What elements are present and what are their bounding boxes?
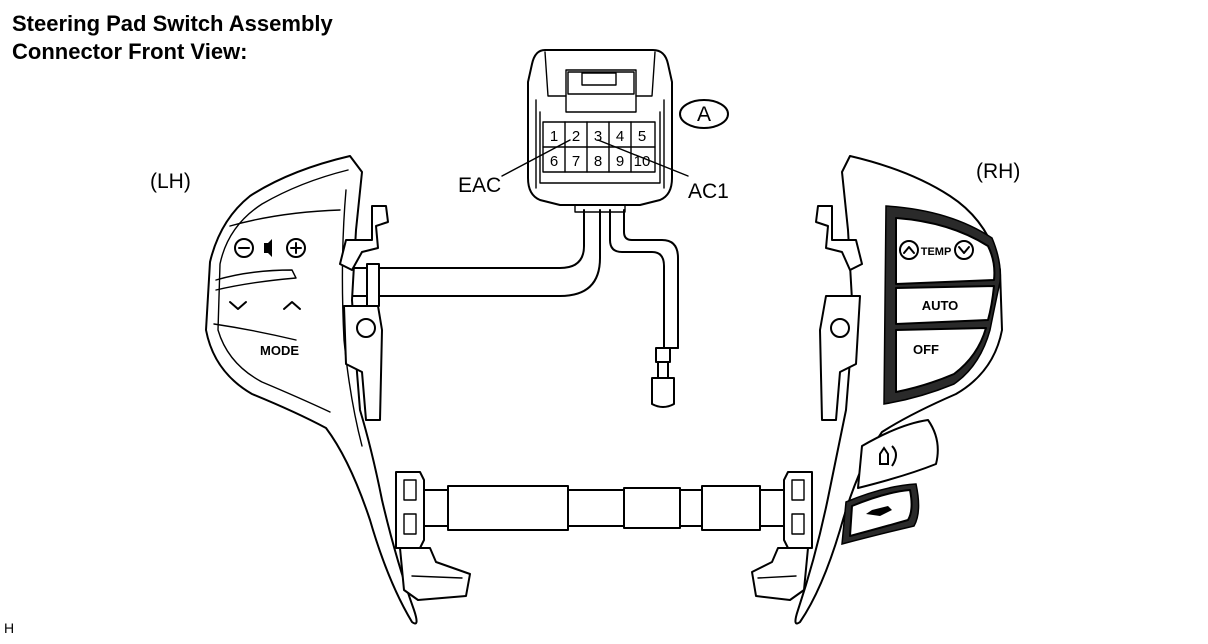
right-auto-label: AUTO [922, 298, 959, 313]
left-mode-label: MODE [260, 343, 299, 358]
right-off-label: OFF [913, 342, 939, 357]
ac1-callout: AC1 [688, 180, 729, 203]
connector-id-label: A [697, 103, 711, 126]
seek-up-icon [283, 301, 301, 310]
voice-icon [879, 445, 897, 467]
ac1-leader-line [597, 139, 689, 177]
volume-up-icon [286, 238, 306, 258]
diagram-title: Steering Pad Switch Assembly Connector F… [12, 10, 333, 66]
connector-pin-10: 10 [634, 153, 651, 170]
wire-harness [345, 209, 679, 349]
seek-down-icon [229, 301, 247, 310]
title-line-1: Steering Pad Switch Assembly [12, 11, 333, 36]
auto-button [895, 285, 995, 325]
title-line-2: Connector Front View: [12, 39, 248, 64]
eac-callout: EAC [458, 174, 501, 197]
right-side-label: (RH) [976, 160, 1020, 183]
ground-terminal [651, 347, 675, 408]
temp-down-icon [954, 240, 974, 260]
speaker-icon [264, 239, 272, 257]
connector-pin-5: 5 [638, 128, 646, 145]
left-bracket [339, 205, 389, 421]
temp-button [895, 217, 996, 285]
connector-pin-1: 1 [550, 128, 558, 145]
connector-pin-3: 3 [594, 128, 602, 145]
connector-pin-8: 8 [594, 153, 602, 170]
right-bracket [815, 205, 863, 421]
cross-bar-harness [395, 471, 813, 601]
temp-up-icon [899, 240, 919, 260]
phone-icon [866, 506, 892, 516]
eac-leader-line [501, 139, 571, 177]
off-button [895, 327, 987, 393]
connector-pin-7: 7 [572, 153, 580, 170]
voice-button [857, 419, 939, 489]
connector-pin-4: 4 [616, 128, 624, 145]
volume-down-icon [234, 238, 254, 258]
right-switch-pad: TEMP AUTO OFF [794, 155, 1003, 625]
figure-code: H [4, 620, 15, 636]
connector-id-badge: A [679, 99, 729, 129]
connector-pin-9: 9 [616, 153, 624, 170]
left-switch-pad: MODE [205, 155, 418, 625]
connector-pin-6: 6 [550, 153, 558, 170]
right-temp-label: TEMP [921, 246, 952, 258]
connector-pin-2: 2 [572, 128, 580, 145]
left-side-label: (LH) [150, 170, 191, 193]
